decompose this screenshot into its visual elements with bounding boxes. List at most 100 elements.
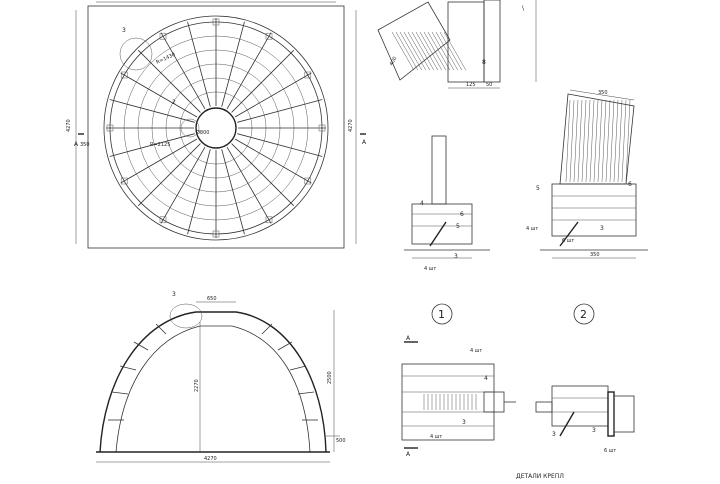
- detail-top-plate: [378, 2, 450, 80]
- detail-top-dim-125: 125: [466, 82, 476, 88]
- plan-callout-3: 3: [122, 27, 126, 34]
- hatch-line: [392, 32, 414, 70]
- plan-rib: [232, 50, 294, 112]
- detail-2: 350 350 5 6 3 4 шт 6 шт 2: [526, 90, 648, 324]
- detail-1-label-6: 6: [460, 211, 464, 218]
- detail-2-label-3: 3: [600, 225, 604, 232]
- detail-2-hatch: [566, 100, 630, 182]
- hatch-line: [594, 100, 598, 182]
- plan-radius-inner: R=2125: [150, 142, 170, 148]
- detail-1-label-3: 3: [454, 253, 458, 260]
- detail-1: 4 5 6 3 4 шт 1: [404, 136, 490, 324]
- dome-inner: [116, 326, 310, 452]
- dome-segment: [298, 392, 314, 394]
- detail-1-strut: [430, 222, 446, 246]
- detail-1-base: [412, 204, 472, 244]
- hatch-line: [622, 100, 626, 182]
- detail-2-label-6um: 6 шт: [562, 238, 574, 244]
- hatch-line: [396, 32, 418, 70]
- plan-ribs: [106, 18, 326, 238]
- hatch-line: [626, 100, 630, 182]
- plan-rib: [237, 134, 322, 157]
- plan-callout-2: 2: [172, 99, 176, 106]
- detail-top-label-b: 8: [482, 59, 486, 66]
- plan-rib: [227, 147, 271, 223]
- plan-rib: [235, 139, 311, 183]
- detail-top: 400 125 50 8 \: [378, 0, 536, 88]
- plan-section-a-right: A: [362, 139, 367, 146]
- section-a-label-4um: 4 шт: [470, 348, 482, 354]
- hatch-line: [610, 100, 614, 182]
- detail-2-label-4um: 4 шт: [526, 226, 538, 232]
- section-b: 3 6 шт 3: [536, 386, 634, 454]
- plan-rib: [235, 73, 311, 117]
- section-a-label-4um-b: 4 шт: [430, 434, 442, 440]
- hatch-line: [412, 32, 434, 70]
- plan-rib: [188, 149, 211, 234]
- detail-top-hatch: [392, 32, 466, 70]
- elevation-callout-3: 3: [172, 291, 176, 298]
- detail-2-label-5: 5: [536, 185, 540, 192]
- hatch-line: [606, 100, 610, 182]
- hatch-line: [404, 32, 426, 70]
- section-b-plate: [608, 392, 614, 436]
- dome-segment: [112, 392, 128, 394]
- detail-1-label-5: 5: [456, 223, 460, 230]
- plan-rib: [188, 22, 211, 107]
- plan-rib: [161, 33, 205, 109]
- hatch-line: [574, 100, 578, 182]
- plan-view: 4270 4270 A A 3 2 R=1430 Ø800 R=2125 350: [66, 2, 367, 248]
- detail-2-base: [552, 184, 636, 236]
- plan-rib: [121, 73, 197, 117]
- plan-rib: [227, 33, 271, 109]
- section-a: А А 4 шт 4 3 4 шт: [402, 335, 516, 458]
- detail-1-number: 1: [438, 308, 445, 321]
- section-b-strut: [560, 412, 574, 436]
- hatch-line: [578, 100, 582, 182]
- elevation-view: 4270 2270 2500 650 3 500: [96, 291, 346, 462]
- plan-rib: [222, 149, 245, 234]
- plan-rib: [161, 147, 205, 223]
- detail-top-bracket: [484, 0, 500, 82]
- detail-2-number: 2: [580, 308, 587, 321]
- section-b-cap: [614, 396, 634, 432]
- detail-1-label-4um: 4 шт: [424, 266, 436, 272]
- dome-segment: [290, 366, 306, 370]
- callout-3-circle: [120, 38, 152, 70]
- detail-top-arrow: \: [522, 5, 525, 12]
- dome-segment: [278, 342, 292, 350]
- plan-center-dia: Ø800: [196, 129, 209, 136]
- elevation-base-width: 4270: [204, 456, 217, 462]
- plan-rib: [110, 100, 195, 123]
- section-b-label-3: 3: [592, 427, 596, 434]
- detail-2-bottom-dim: 350: [590, 252, 600, 258]
- plan-side-label-left2: 350: [80, 142, 90, 148]
- plan-rib: [237, 100, 322, 123]
- detail-1-label-4: 4: [420, 200, 424, 207]
- detail-2-plate: [560, 94, 634, 184]
- hatch-line: [590, 100, 594, 182]
- section-a-label-4: 4: [484, 375, 488, 382]
- hatch-line: [424, 32, 446, 70]
- elevation-total-height: 2500: [327, 371, 333, 384]
- hatch-line: [444, 32, 466, 70]
- section-b-label-b: 3: [552, 431, 556, 438]
- hatch-line: [598, 100, 602, 182]
- dome-segment: [134, 342, 148, 350]
- plan-height-right-label: 4270: [348, 119, 354, 132]
- hatch-line: [436, 32, 458, 70]
- plan-rib: [138, 144, 200, 206]
- plan-rib: [232, 144, 294, 206]
- elevation-callout-3-ellipse: [170, 304, 202, 328]
- section-a-hatch: [424, 394, 476, 410]
- detail-2-top-dim: 350: [598, 90, 608, 96]
- section-b-body: [552, 386, 608, 426]
- detail-2-label-6: 6: [628, 181, 632, 188]
- hatch-line: [602, 100, 606, 182]
- detail-top-dim-50: 50: [486, 82, 492, 88]
- plan-section-a-left: A: [74, 141, 79, 148]
- elevation-base-offset: 500: [336, 438, 346, 444]
- plan-rib: [222, 22, 245, 107]
